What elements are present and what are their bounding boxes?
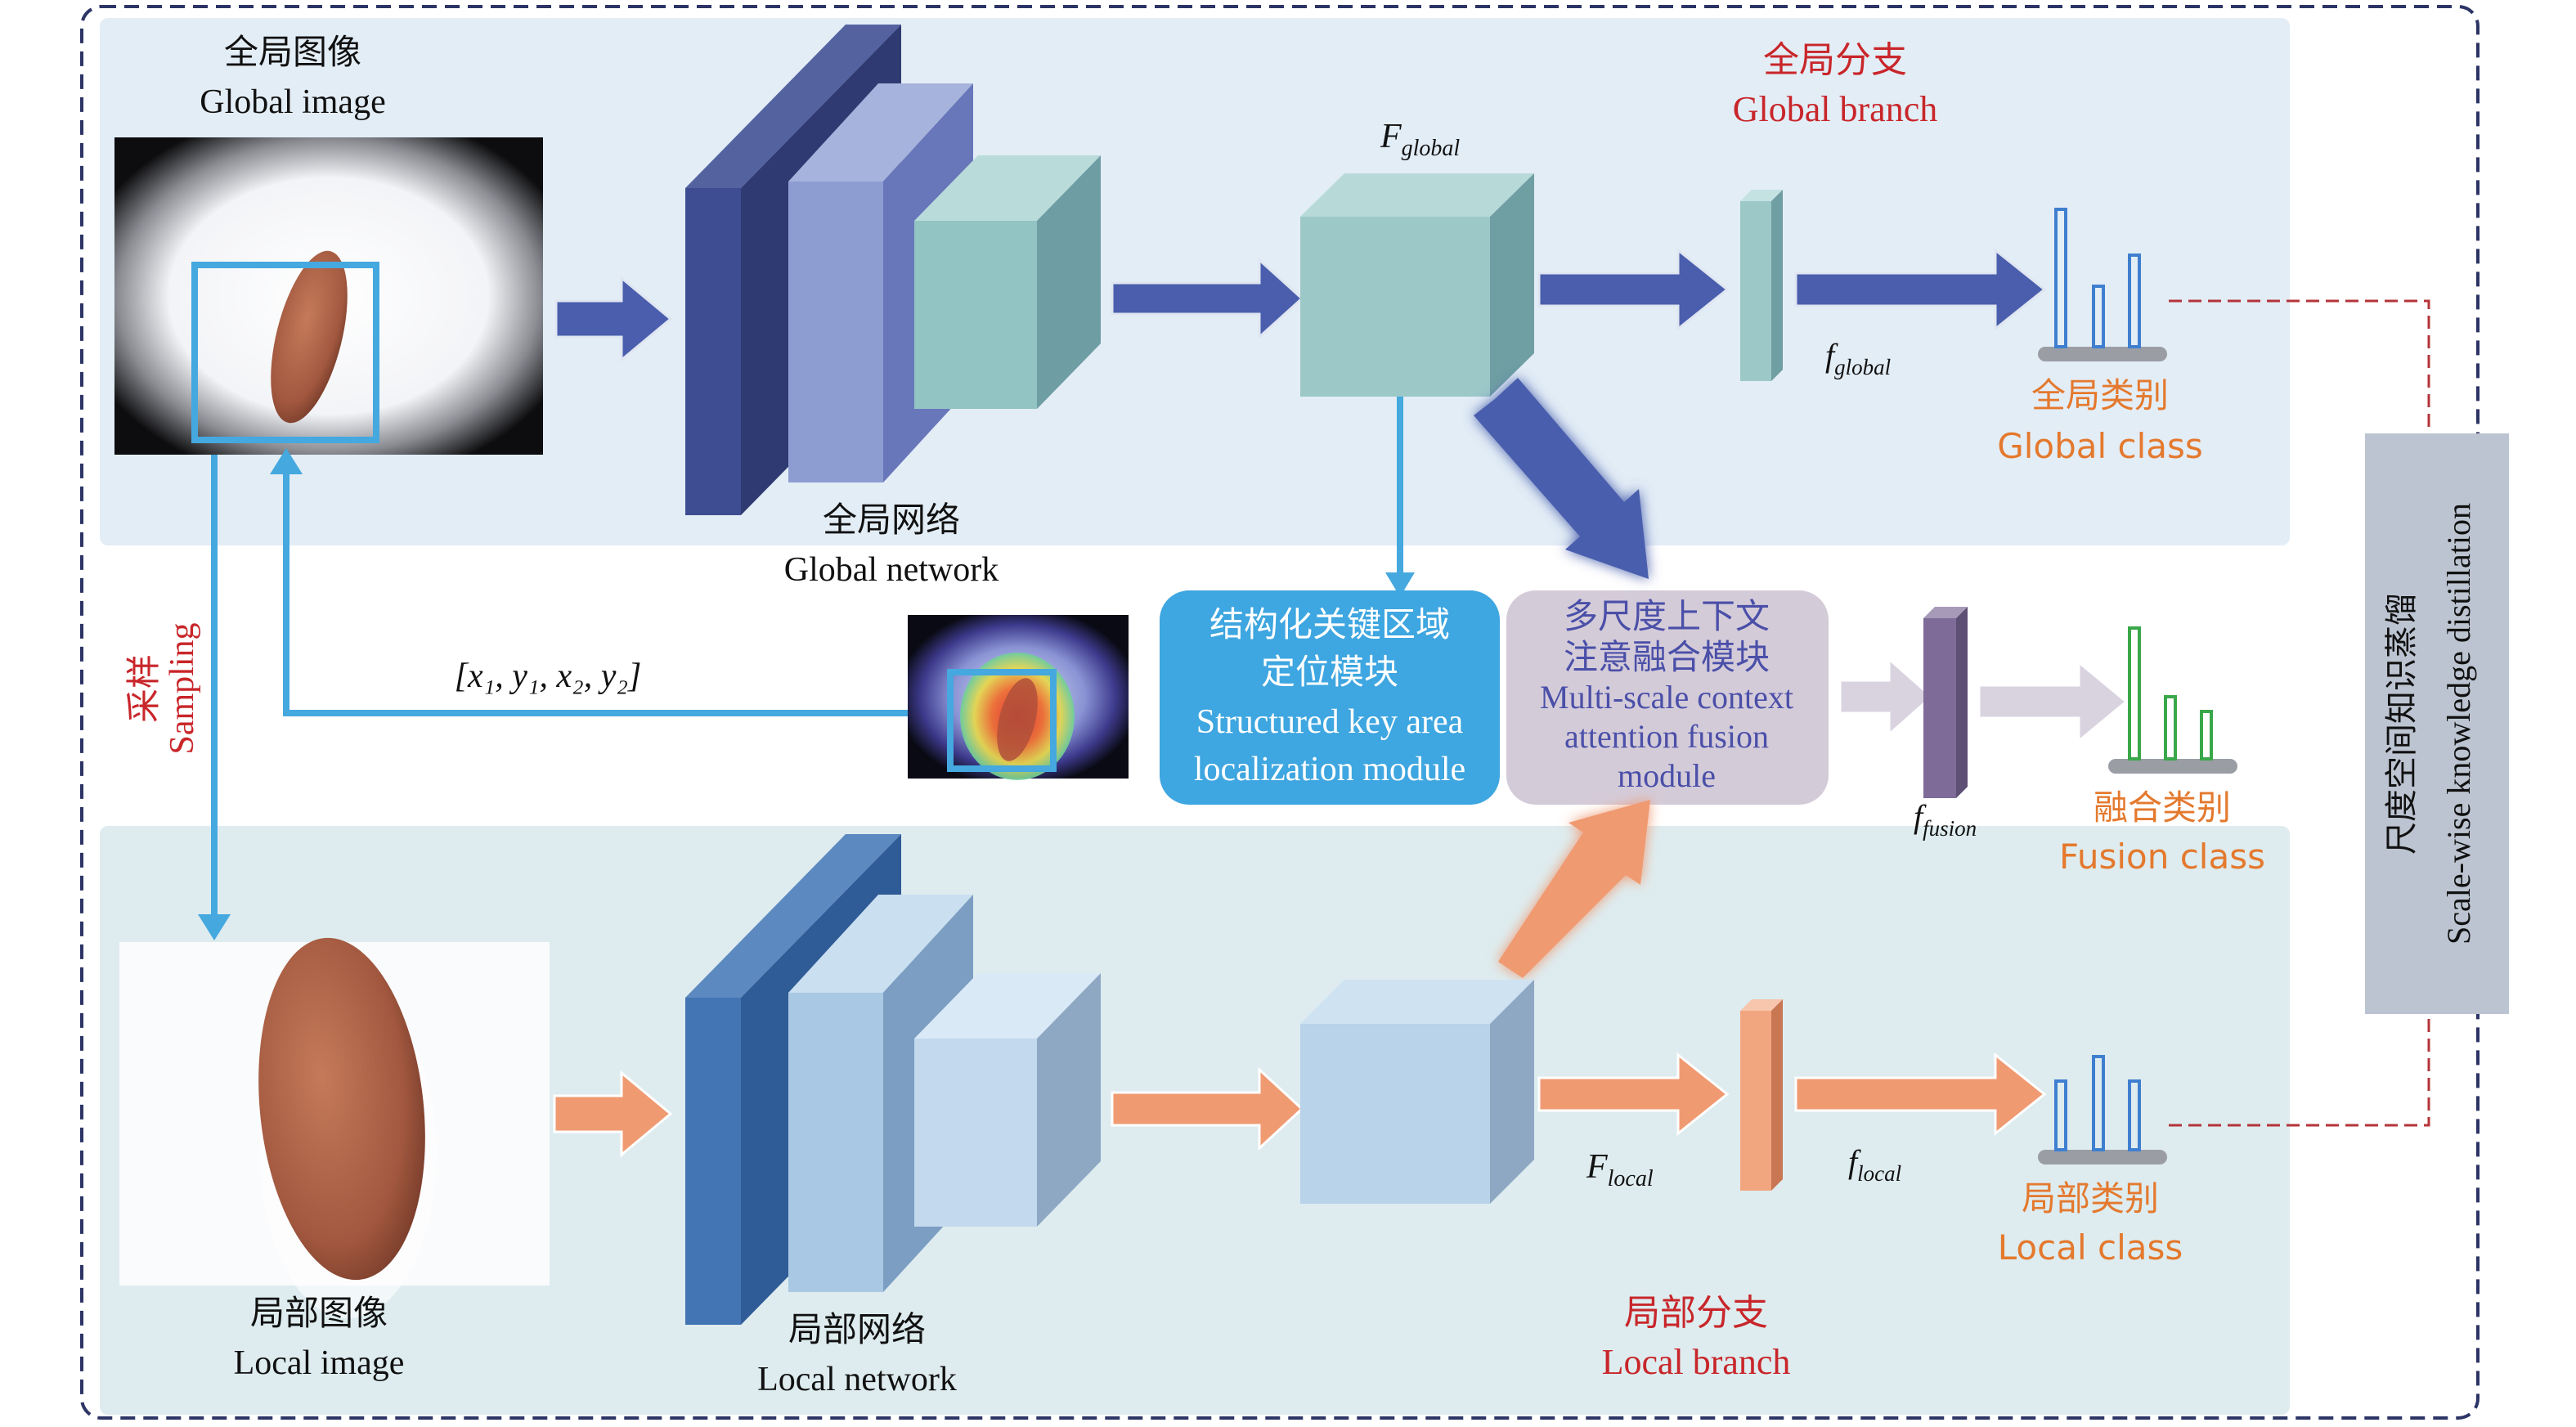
attention-heatmap: [908, 615, 1129, 780]
sklm-title-en-line2: localization module: [1194, 751, 1465, 788]
local-branch-title-zh: 局部分支: [1624, 1293, 1768, 1333]
global-class-chart: [2038, 208, 2167, 361]
sampling-arrowhead: [198, 914, 231, 940]
local-feature-map-cube: [1300, 980, 1534, 1204]
mcafm-title-zh-line1: 多尺度上下文: [1564, 598, 1770, 636]
global-branch-title-zh: 全局分支: [1763, 40, 1907, 80]
arrow-image-to-global-network: [554, 275, 673, 363]
global-image-photo: [114, 137, 543, 455]
arrow-local-feature-to-mcafm: [1498, 800, 1650, 978]
distillation-label-zh: 尺度空间知识蒸馏: [2383, 593, 2420, 855]
mcafm-box: [1506, 590, 1829, 805]
local-network-block: [685, 834, 1101, 1325]
fusion-class-label-zh: 融合类别: [2094, 788, 2231, 828]
global-class-bar-2: [2092, 285, 2105, 348]
coords-feedback-line: [283, 474, 908, 716]
local-class-label-zh: 局部类别: [2022, 1178, 2159, 1218]
mcafm-title-en-line1: Multi-scale context: [1540, 679, 1793, 716]
F-local-label: Flocal: [1586, 1148, 1654, 1191]
sklm-title-en-line1: Structured key area: [1196, 703, 1464, 741]
f-local-vector: [1740, 999, 1783, 1191]
arrow-flocal-to-local-class: [1794, 1052, 2047, 1137]
arrow-local-image-to-network: [553, 1070, 673, 1158]
local-image-photo: [119, 937, 550, 1318]
sklm-title-zh-line2: 定位模块: [1261, 653, 1398, 692]
sampling-label-zh: 采样: [126, 654, 164, 723]
arrow-fglobal-to-global-class: [1794, 247, 2047, 332]
local-branch-title-en: Local branch: [1602, 1342, 1791, 1382]
distill-link-global: [2169, 299, 2430, 433]
arrow-ffusion-to-fusion-class: [1977, 659, 2129, 744]
arrow-global-feature-to-mcafm: [1474, 378, 1649, 579]
global-branch-title-en: Global branch: [1733, 89, 1937, 129]
global-image-title-en: Global image: [200, 83, 385, 121]
f-fusion-label: ffusion: [1914, 798, 1977, 841]
f-global-label: fglobal: [1825, 337, 1891, 379]
global-image-title-zh: 全局图像: [224, 34, 361, 72]
global-network-block: [685, 25, 1101, 515]
sklm-box: [1160, 590, 1500, 805]
fusion-class-label-en: Fusion class: [2059, 837, 2265, 877]
mcafm-title-zh-line2: 注意融合模块: [1564, 639, 1770, 677]
F-global-label: Fglobal: [1380, 118, 1460, 161]
fusion-class-bar-1: [2128, 626, 2141, 761]
global-class-bar-3: [2128, 254, 2141, 348]
global-network-label-zh: 全局网络: [823, 501, 960, 540]
global-class-bar-1: [2054, 208, 2067, 348]
local-class-bar-3: [2128, 1079, 2141, 1151]
mcafm-title-en-line2: attention fusion: [1564, 718, 1769, 755]
key-area-box: [191, 262, 379, 443]
f-global-vector: [1740, 190, 1783, 381]
local-network-label-en: Local network: [757, 1361, 957, 1398]
fusion-class-chart: [2108, 626, 2237, 774]
global-class-label-en: Global class: [1997, 426, 2203, 466]
f-fusion-vector: [1923, 607, 1968, 798]
fusion-class-bar-2: [2164, 695, 2177, 761]
local-image-title-zh: 局部图像: [250, 1295, 388, 1333]
distill-link-local: [2169, 1014, 2430, 1127]
distillation-box: [2365, 433, 2509, 1014]
arrow-feature-to-flocal: [1537, 1052, 1730, 1137]
arrow-feature-to-fglobal: [1537, 247, 1730, 332]
global-network-label-en: Global network: [784, 551, 999, 589]
arrow-mcafm-to-ffusion: [1838, 656, 1934, 738]
local-class-chart: [2038, 1055, 2167, 1164]
global-seed: [271, 250, 348, 424]
sampling-label-en: Sampling: [164, 622, 201, 754]
local-image-title-en: Local image: [234, 1344, 405, 1382]
local-class-bar-2: [2092, 1055, 2105, 1151]
global-feature-map-cube: [1300, 173, 1534, 397]
fusion-class-bar-3: [2200, 710, 2213, 761]
local-class-label-en: Local class: [1998, 1227, 2183, 1268]
arrow-local-network-to-feature: [1111, 1066, 1304, 1151]
feature-to-sklm-arrowhead: [1385, 572, 1415, 597]
global-class-label-zh: 全局类别: [2031, 375, 2169, 415]
mcafm-title-en-line3: module: [1618, 757, 1716, 794]
sklm-title-zh-line1: 结构化关键区域: [1209, 607, 1450, 644]
local-network-label-zh: 局部网络: [788, 1311, 926, 1349]
coords-label: [x₁, y₁, x₂, y₂]: [455, 657, 642, 695]
distillation-label-en: Scale-wise knowledge distillation: [2440, 503, 2477, 945]
local-seed: [258, 937, 425, 1281]
local-class-bar-1: [2054, 1079, 2067, 1151]
coords-feedback-arrowhead: [270, 448, 303, 474]
arrow-global-network-to-feature: [1111, 257, 1304, 340]
